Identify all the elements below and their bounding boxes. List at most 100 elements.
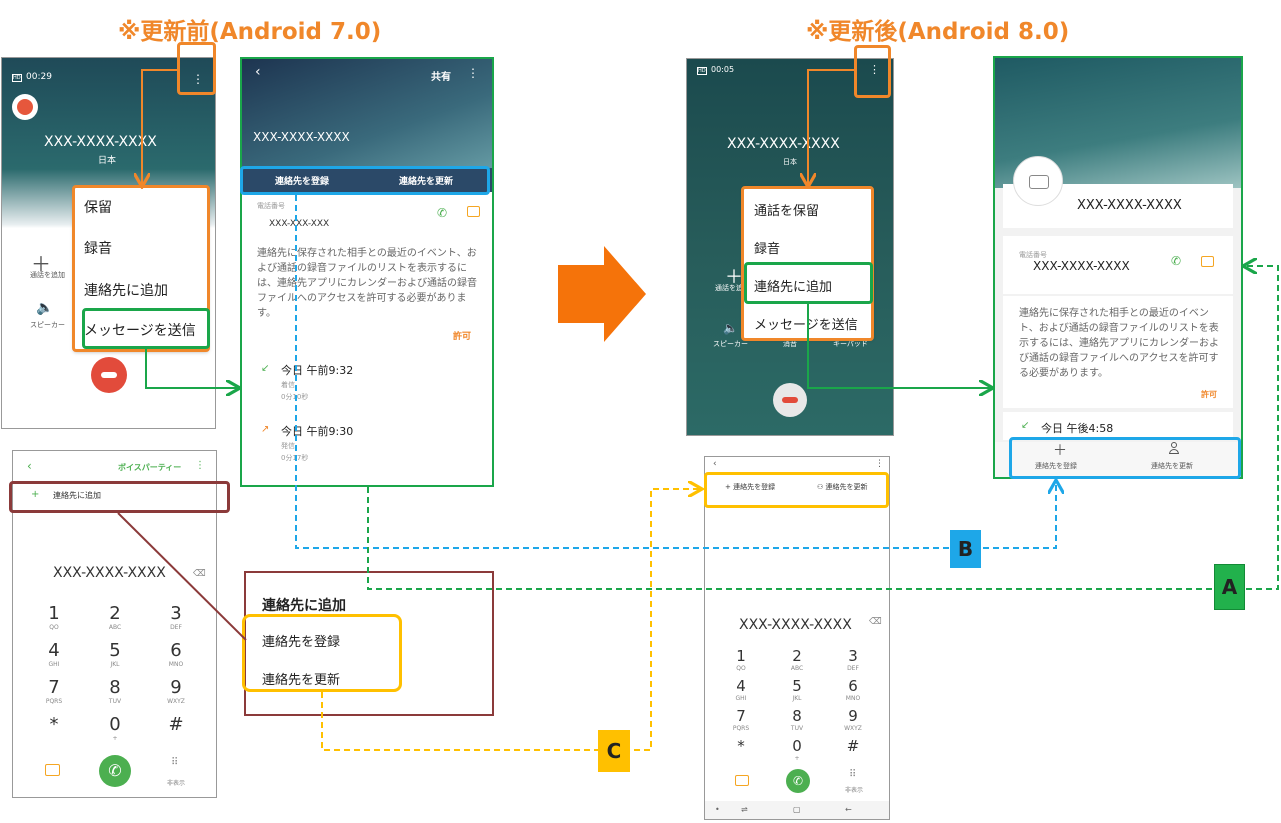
before-action-highlight bbox=[240, 166, 490, 195]
after-action-highlight bbox=[1009, 437, 1241, 479]
after-key-letters: TUV bbox=[790, 725, 804, 732]
menu-record[interactable]: 録音 bbox=[84, 241, 112, 257]
log-register-button[interactable]: 連絡先を登録 bbox=[275, 177, 330, 187]
after-key-11[interactable]: 0+ bbox=[777, 737, 817, 762]
phone-label: 電話番号 bbox=[257, 202, 285, 210]
after-more-options-icon[interactable]: ⋮ bbox=[869, 63, 880, 76]
before-key-11[interactable]: 0+ bbox=[95, 714, 135, 742]
after-key-digit: 6 bbox=[848, 677, 858, 695]
before-key-10[interactable]: * bbox=[34, 714, 74, 735]
popup-register[interactable]: 連絡先を登録 bbox=[262, 635, 341, 650]
after-dialer-highlight bbox=[704, 472, 889, 508]
caller-number: XXX-XXXX-XXXX bbox=[44, 134, 157, 150]
after-keypad-hide-label: 非表示 bbox=[845, 787, 864, 794]
after-dialer-message-icon[interactable] bbox=[735, 775, 749, 786]
after-end-call-button[interactable] bbox=[773, 383, 807, 417]
after-keypad-grid-icon[interactable]: ⠿ bbox=[849, 769, 857, 780]
dial-button[interactable]: ✆ bbox=[99, 755, 131, 787]
after-key-10[interactable]: * bbox=[721, 737, 761, 755]
after-key-digit: 2 bbox=[792, 647, 802, 665]
before-key-digit: 4 bbox=[48, 640, 60, 661]
after-key-digit: * bbox=[737, 737, 745, 755]
before-key-digit: 0 bbox=[109, 714, 121, 735]
before-key-digit: 6 bbox=[170, 640, 182, 661]
before-key-letters: GHI bbox=[48, 661, 60, 668]
before-key-letters: JKL bbox=[110, 661, 120, 668]
after-key-12[interactable]: # bbox=[833, 737, 873, 755]
nav-dot-icon[interactable]: • bbox=[715, 805, 720, 814]
entry-duration-2: 0分17秒 bbox=[281, 454, 309, 462]
add-call-icon[interactable]: ＋ bbox=[31, 252, 51, 276]
before-key-digit: 3 bbox=[170, 603, 182, 624]
popup-update[interactable]: 連絡先を更新 bbox=[262, 673, 341, 688]
after-backspace-icon[interactable]: ⌫ bbox=[869, 617, 882, 627]
keypad-grid-icon[interactable]: ⠿ bbox=[171, 757, 179, 768]
before-key-digit: * bbox=[49, 714, 59, 735]
entry-type-1: 着信 bbox=[281, 381, 295, 389]
log-more-icon[interactable]: ⋮ bbox=[467, 66, 479, 80]
dialer-more-icon[interactable]: ⋮ bbox=[195, 460, 205, 471]
add-call-label: 通話を追加 bbox=[30, 271, 65, 279]
after-dialed-number: XXX-XXXX-XXXX bbox=[739, 617, 852, 633]
after-key-digit: 9 bbox=[848, 707, 858, 725]
after-dialer-more-icon[interactable]: ⋮ bbox=[875, 459, 884, 469]
caller-country: 日本 bbox=[98, 156, 117, 166]
before-send-message-highlight bbox=[82, 308, 210, 349]
nav-recent-icon[interactable]: ⇌ bbox=[741, 805, 748, 814]
nav-back-icon[interactable]: ← bbox=[845, 805, 852, 814]
share-button[interactable]: 共有 bbox=[431, 72, 451, 83]
after-key-digit: # bbox=[846, 737, 860, 755]
add-contact-item[interactable]: 連絡先に追加 bbox=[53, 491, 101, 500]
after-dial-button[interactable]: ✆ bbox=[786, 769, 810, 793]
dialer-back-icon[interactable]: ‹ bbox=[27, 459, 32, 473]
dialed-number: XXX-XXXX-XXXX bbox=[53, 565, 166, 581]
more-options-icon[interactable]: ⋮ bbox=[192, 72, 204, 86]
speaker-icon[interactable]: 🔈 bbox=[36, 300, 54, 316]
before-key-digit: 1 bbox=[48, 603, 60, 624]
nav-home-icon[interactable]: ▢ bbox=[793, 805, 801, 814]
before-key-letters: + bbox=[112, 735, 118, 742]
after-key-letters: DEF bbox=[847, 665, 859, 672]
end-call-button[interactable] bbox=[91, 357, 127, 393]
before-key-digit: 9 bbox=[170, 677, 182, 698]
log-update-button[interactable]: 連絡先を更新 bbox=[399, 177, 454, 187]
before-key-12[interactable]: # bbox=[156, 714, 196, 735]
after-key-letters: GHI bbox=[735, 695, 747, 702]
menu-send-message[interactable]: メッセージを送信 bbox=[84, 323, 196, 339]
after-speaker-icon[interactable]: 🔈 bbox=[723, 321, 738, 335]
voice-party-button[interactable]: ボイスパーティー bbox=[118, 463, 182, 472]
backspace-icon[interactable]: ⌫ bbox=[193, 569, 206, 579]
after-key-digit: 5 bbox=[792, 677, 802, 695]
after-dialer-back-icon[interactable]: ‹ bbox=[713, 459, 717, 469]
before-key-letters: WXYZ bbox=[167, 698, 185, 705]
after-call-icon[interactable]: ✆ bbox=[1171, 254, 1182, 268]
popup-title: 連絡先に追加 bbox=[262, 598, 346, 614]
menu-hold[interactable]: 保留 bbox=[84, 200, 112, 216]
dialer-message-icon[interactable] bbox=[45, 764, 60, 776]
action-bar bbox=[241, 168, 493, 192]
back-icon[interactable]: ‹ bbox=[255, 64, 261, 80]
after-key-letters: ABC bbox=[790, 665, 804, 672]
after-key-digit: 8 bbox=[792, 707, 802, 725]
before-key-letters: ABC bbox=[108, 624, 122, 631]
menu-add-contact[interactable]: 連絡先に追加 bbox=[84, 283, 168, 299]
